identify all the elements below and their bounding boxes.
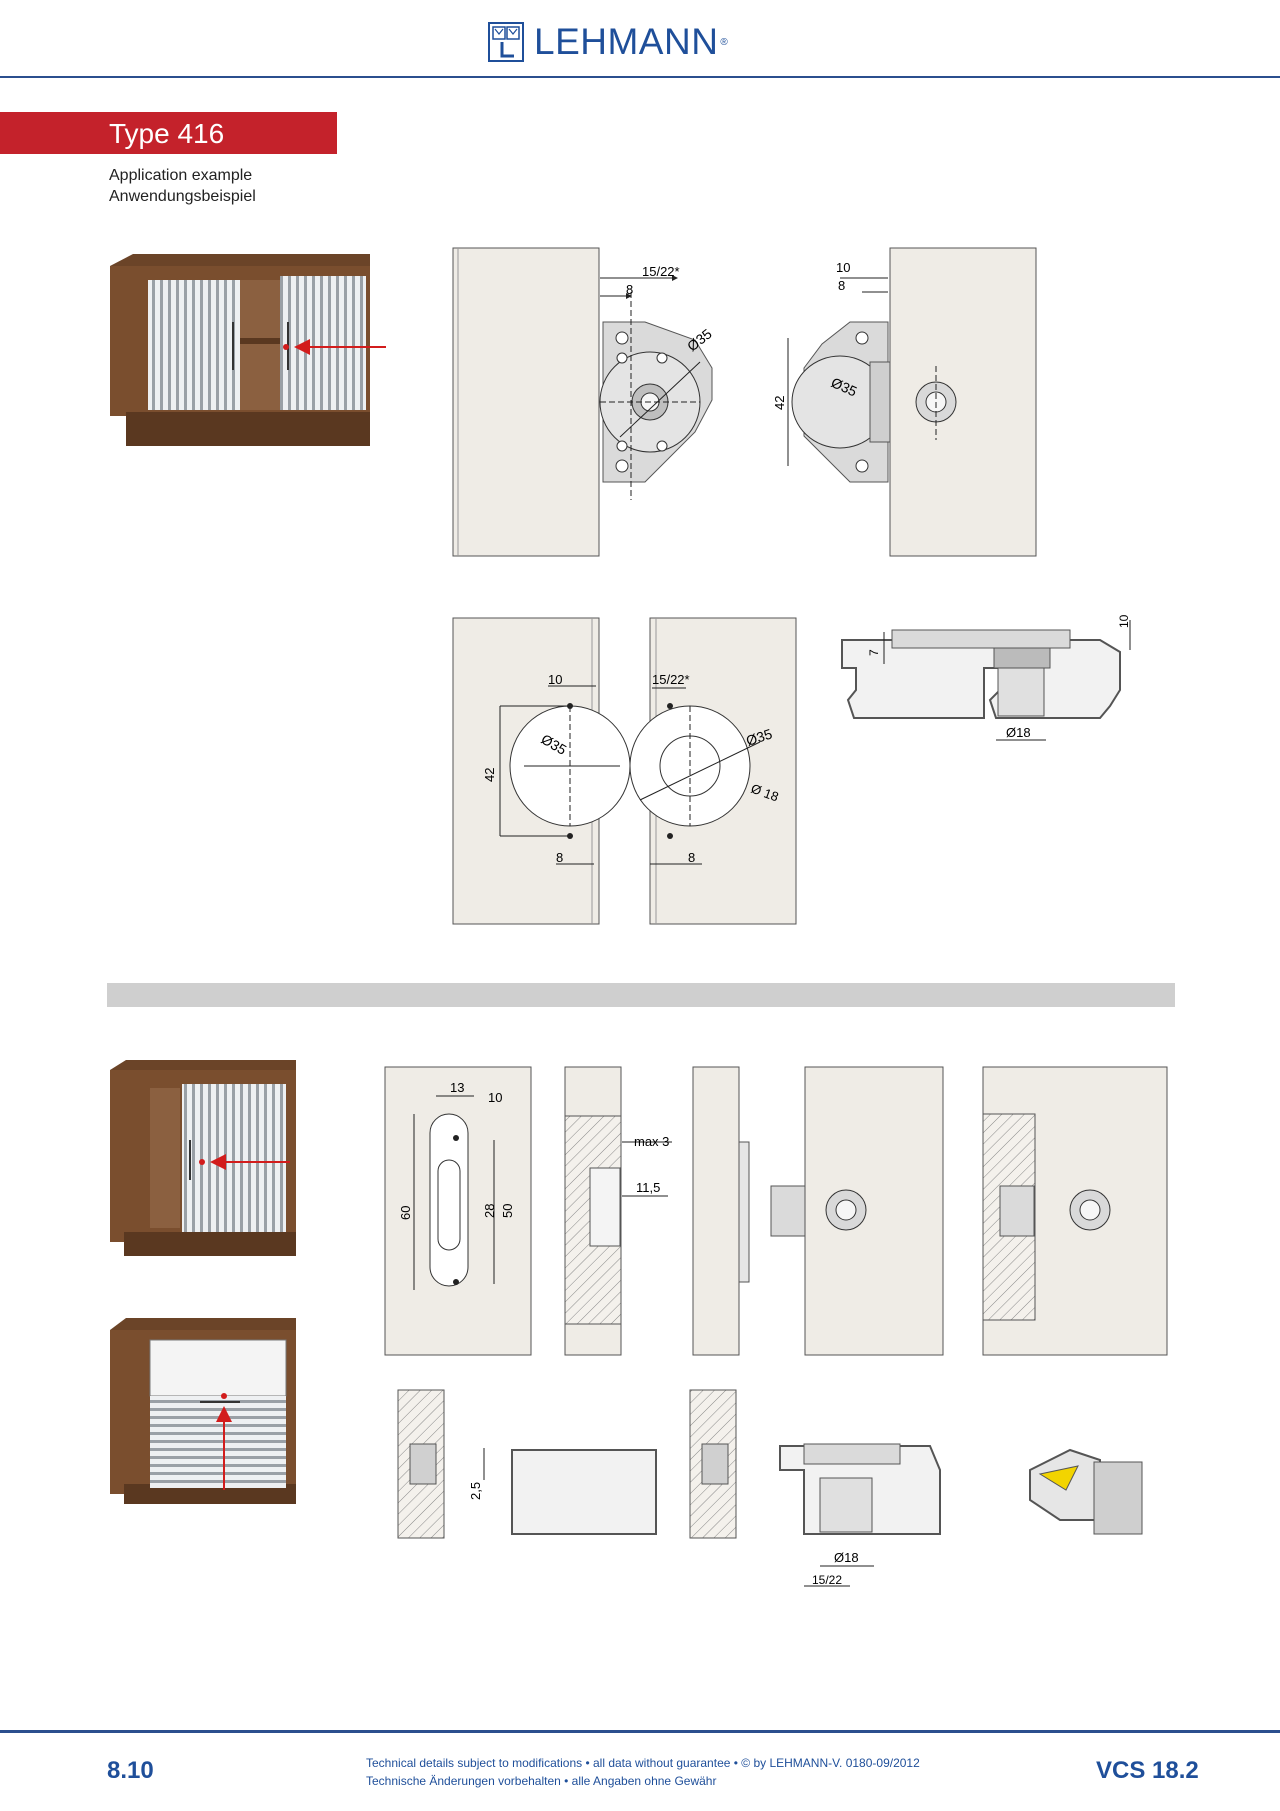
dim-label: 42	[772, 396, 787, 410]
dim-label: 15/22	[812, 1573, 842, 1587]
dim-label: 13	[450, 1080, 464, 1095]
bottom-drawings: 13 10 60 28 50 max 3 11,5 2	[110, 1060, 1168, 1587]
dim-label: 15/22*	[642, 264, 680, 279]
dim-label: 50	[500, 1204, 515, 1218]
cabinet-illustration-1	[110, 254, 386, 446]
registered-mark: ®	[720, 36, 728, 48]
dim-label: 10	[836, 260, 850, 275]
drawing-m-detail	[1029, 1448, 1143, 1535]
drawing-i-front	[770, 1066, 944, 1356]
catalog-code: VCS 18.2	[1096, 1757, 1199, 1784]
dim-label: 8	[626, 282, 633, 297]
dim-label: 2,5	[468, 1482, 483, 1500]
dim-label: 42	[482, 768, 497, 782]
caption-en: Application example	[109, 167, 253, 184]
dim-label: 10	[488, 1090, 502, 1105]
dim-label: 28	[482, 1204, 497, 1218]
page-number: 8.10	[107, 1757, 154, 1784]
type-banner: Type 416	[0, 112, 337, 154]
drawing-e-profile-section: Ø18 7 10	[841, 614, 1131, 741]
drawing-g-section: max 3 11,5	[564, 1066, 672, 1356]
top-drawings: 15/22* 8 Ø35 10 8 42 Ø35 10	[110, 247, 1131, 925]
dim-label: 8	[838, 278, 845, 293]
lehmann-logo: LEHMANN ®	[488, 20, 792, 64]
drawing-d-boring-pattern: 15/22* Ø35 Ø 18 8	[629, 617, 797, 925]
drawing-j-section	[982, 1066, 1168, 1356]
drawing-f-cutout: 13 10 60 28 50	[384, 1066, 532, 1356]
drawing-c-boring-pattern: 10 42 Ø35 8	[452, 617, 631, 925]
footer-line-en: Technical details subject to modificatio…	[366, 1756, 920, 1770]
cabinet-illustration-3	[110, 1318, 296, 1504]
drawing-a-front-view: 15/22* 8 Ø35	[452, 247, 715, 557]
drawing-b-rear-view: 10 8 42 Ø35	[772, 247, 1037, 557]
dim-label: 8	[688, 850, 695, 865]
dim-label: 60	[398, 1206, 413, 1220]
dim-label: 8	[556, 850, 563, 865]
section-divider-bar	[107, 983, 1175, 1007]
caption-de: Anwendungsbeispiel	[109, 188, 256, 205]
type-title: Type 416	[109, 118, 225, 149]
cabinet-illustration-2	[110, 1060, 296, 1256]
dim-label: 11,5	[636, 1180, 660, 1195]
top-rule	[0, 76, 1280, 78]
dim-label: 15/22*	[652, 672, 690, 687]
dim-label: 10	[1117, 614, 1131, 628]
drawing-k-section: 2,5	[397, 1389, 657, 1539]
drawing-h-side	[692, 1066, 750, 1356]
dim-label: Ø18	[1006, 725, 1031, 740]
bottom-rule	[0, 1730, 1280, 1733]
dim-label: max 3	[634, 1134, 669, 1149]
dim-label: 7	[867, 649, 881, 656]
lehmann-emblem-icon	[488, 22, 524, 62]
dim-label: Ø18	[834, 1550, 859, 1565]
drawing-l-section: Ø18 15/22	[689, 1389, 941, 1587]
dim-label: 10	[548, 672, 562, 687]
dim-label: Ø35	[744, 725, 774, 748]
footer-line-de: Technische Änderungen vorbehalten • alle…	[366, 1774, 717, 1788]
brand-name: LEHMANN	[534, 21, 719, 62]
